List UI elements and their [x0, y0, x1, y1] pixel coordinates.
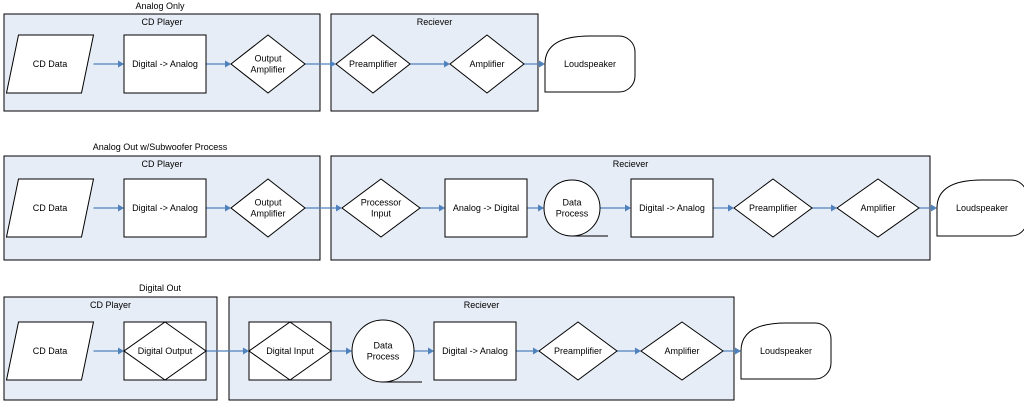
- diagram-3-node-loudspeaker: [740, 322, 832, 380]
- diagram-3-edge: [206, 347, 249, 355]
- diagram-1-node-loudspeaker-label: Loudspeaker: [564, 59, 616, 69]
- diagram-2-node-digital-analog-label: Digital -> Analog: [132, 203, 198, 213]
- diagram-2-node-preamplifier: [733, 178, 813, 238]
- diagram-1-node-preamplifier-label: Preamplifier: [349, 59, 397, 69]
- diagram-2-node-digital-analog-label: Digital -> Analog: [639, 203, 705, 213]
- diagram-2-node-digital-analog: [123, 178, 207, 238]
- diagram-2-edge: [600, 204, 631, 212]
- diagram-1-node-cd-data: [5, 34, 95, 94]
- diagram-1-node-output-amplifier: [230, 34, 306, 94]
- diagram-3-edge: [414, 347, 434, 355]
- diagram-3-node-digital-output-label: Digital Output: [138, 346, 193, 356]
- diagram-2-edge: [305, 204, 342, 212]
- diagram-2-edge: [919, 204, 937, 212]
- diagram-3-node-preamplifier: [538, 321, 618, 381]
- diagram-1-node-cd-data-label: CD Data: [33, 59, 68, 69]
- diagram-1-title: Analog Only: [135, 1, 185, 11]
- diagram-2-node-analog-digital-label: Analog -> Digital: [453, 203, 519, 213]
- diagram-1-edge: [524, 60, 545, 68]
- diagram-2-node-preamplifier-label: Preamplifier: [749, 203, 797, 213]
- diagram-2-title: Analog Out w/Subwoofer Process: [93, 142, 228, 152]
- diagram-3-edge: [723, 347, 741, 355]
- diagram-3-node-data-process: [351, 319, 422, 383]
- diagram-3-node-cd-data: [5, 321, 95, 381]
- diagram-3-edge: [617, 347, 641, 355]
- diagram-1-node-amplifier-label: Amplifier: [469, 59, 504, 69]
- diagram-1-group-label: CD Player: [141, 17, 182, 27]
- diagram-2-node-analog-digital: [444, 178, 528, 238]
- diagram-2-node-loudspeaker-label: Loudspeaker: [956, 203, 1008, 213]
- diagram-2-edge: [812, 204, 837, 212]
- diagram-3-edge: [93, 347, 124, 355]
- diagram-2-edge: [206, 204, 231, 212]
- diagram-3-group-label: CD Player: [90, 300, 131, 310]
- diagram-3-node-preamplifier-label: Preamplifier: [554, 346, 602, 356]
- diagram-3-node-digital-analog-label: Digital -> Analog: [442, 346, 508, 356]
- diagram-3-node-amplifier-label: Amplifier: [664, 346, 699, 356]
- diagram-2-edge: [420, 204, 445, 212]
- diagram-2-node-processor-input: [341, 178, 421, 238]
- diagram-1-node-digital-analog-label: Digital -> Analog: [132, 59, 198, 69]
- diagram-3-edge: [331, 347, 352, 355]
- diagram-1-edge: [410, 60, 450, 68]
- diagram-2-edge: [713, 204, 734, 212]
- diagram-1-group-label: Reciever: [417, 17, 453, 27]
- diagram-3-node-amplifier: [640, 321, 724, 381]
- diagram-2-edge: [527, 204, 544, 212]
- diagram-3-edge: [516, 347, 539, 355]
- diagram-3-title: Digital Out: [139, 283, 182, 293]
- diagram-2-node-amplifier-label: Amplifier: [860, 203, 895, 213]
- diagram-1-node-loudspeaker: [544, 35, 636, 93]
- diagram-2-node-loudspeaker: [936, 179, 1024, 237]
- diagram-3-node-digital-input: [248, 321, 332, 381]
- diagram-3-node-digital-output: [123, 321, 207, 381]
- diagram-2-group-label: CD Player: [141, 159, 182, 169]
- diagram-1-node-digital-analog: [123, 34, 207, 94]
- diagram-1-edge: [305, 60, 336, 68]
- diagram-2-edge: [93, 204, 124, 212]
- diagram-3-node-digital-input-label: Digital Input: [266, 346, 314, 356]
- diagram-1-node-preamplifier: [335, 34, 411, 94]
- diagram-3-node-digital-analog: [433, 321, 517, 381]
- diagram-2-node-data-process: [543, 179, 608, 237]
- diagram-1-edge: [93, 60, 124, 68]
- diagram-1-node-amplifier: [449, 34, 525, 94]
- diagram-2-node-amplifier: [836, 178, 920, 238]
- diagram-2-node-cd-data: [5, 178, 95, 238]
- diagram-2-node-digital-analog: [630, 178, 714, 238]
- diagram-2-group-label: Reciever: [613, 159, 649, 169]
- diagram-2-node-cd-data-label: CD Data: [33, 203, 68, 213]
- diagram-3-node-cd-data-label: CD Data: [33, 346, 68, 356]
- diagram-3-group-label: Reciever: [464, 300, 500, 310]
- diagram-3-node-loudspeaker-label: Loudspeaker: [760, 346, 812, 356]
- diagram-2-node-output-amplifier: [230, 178, 306, 238]
- diagram-1-edge: [206, 60, 231, 68]
